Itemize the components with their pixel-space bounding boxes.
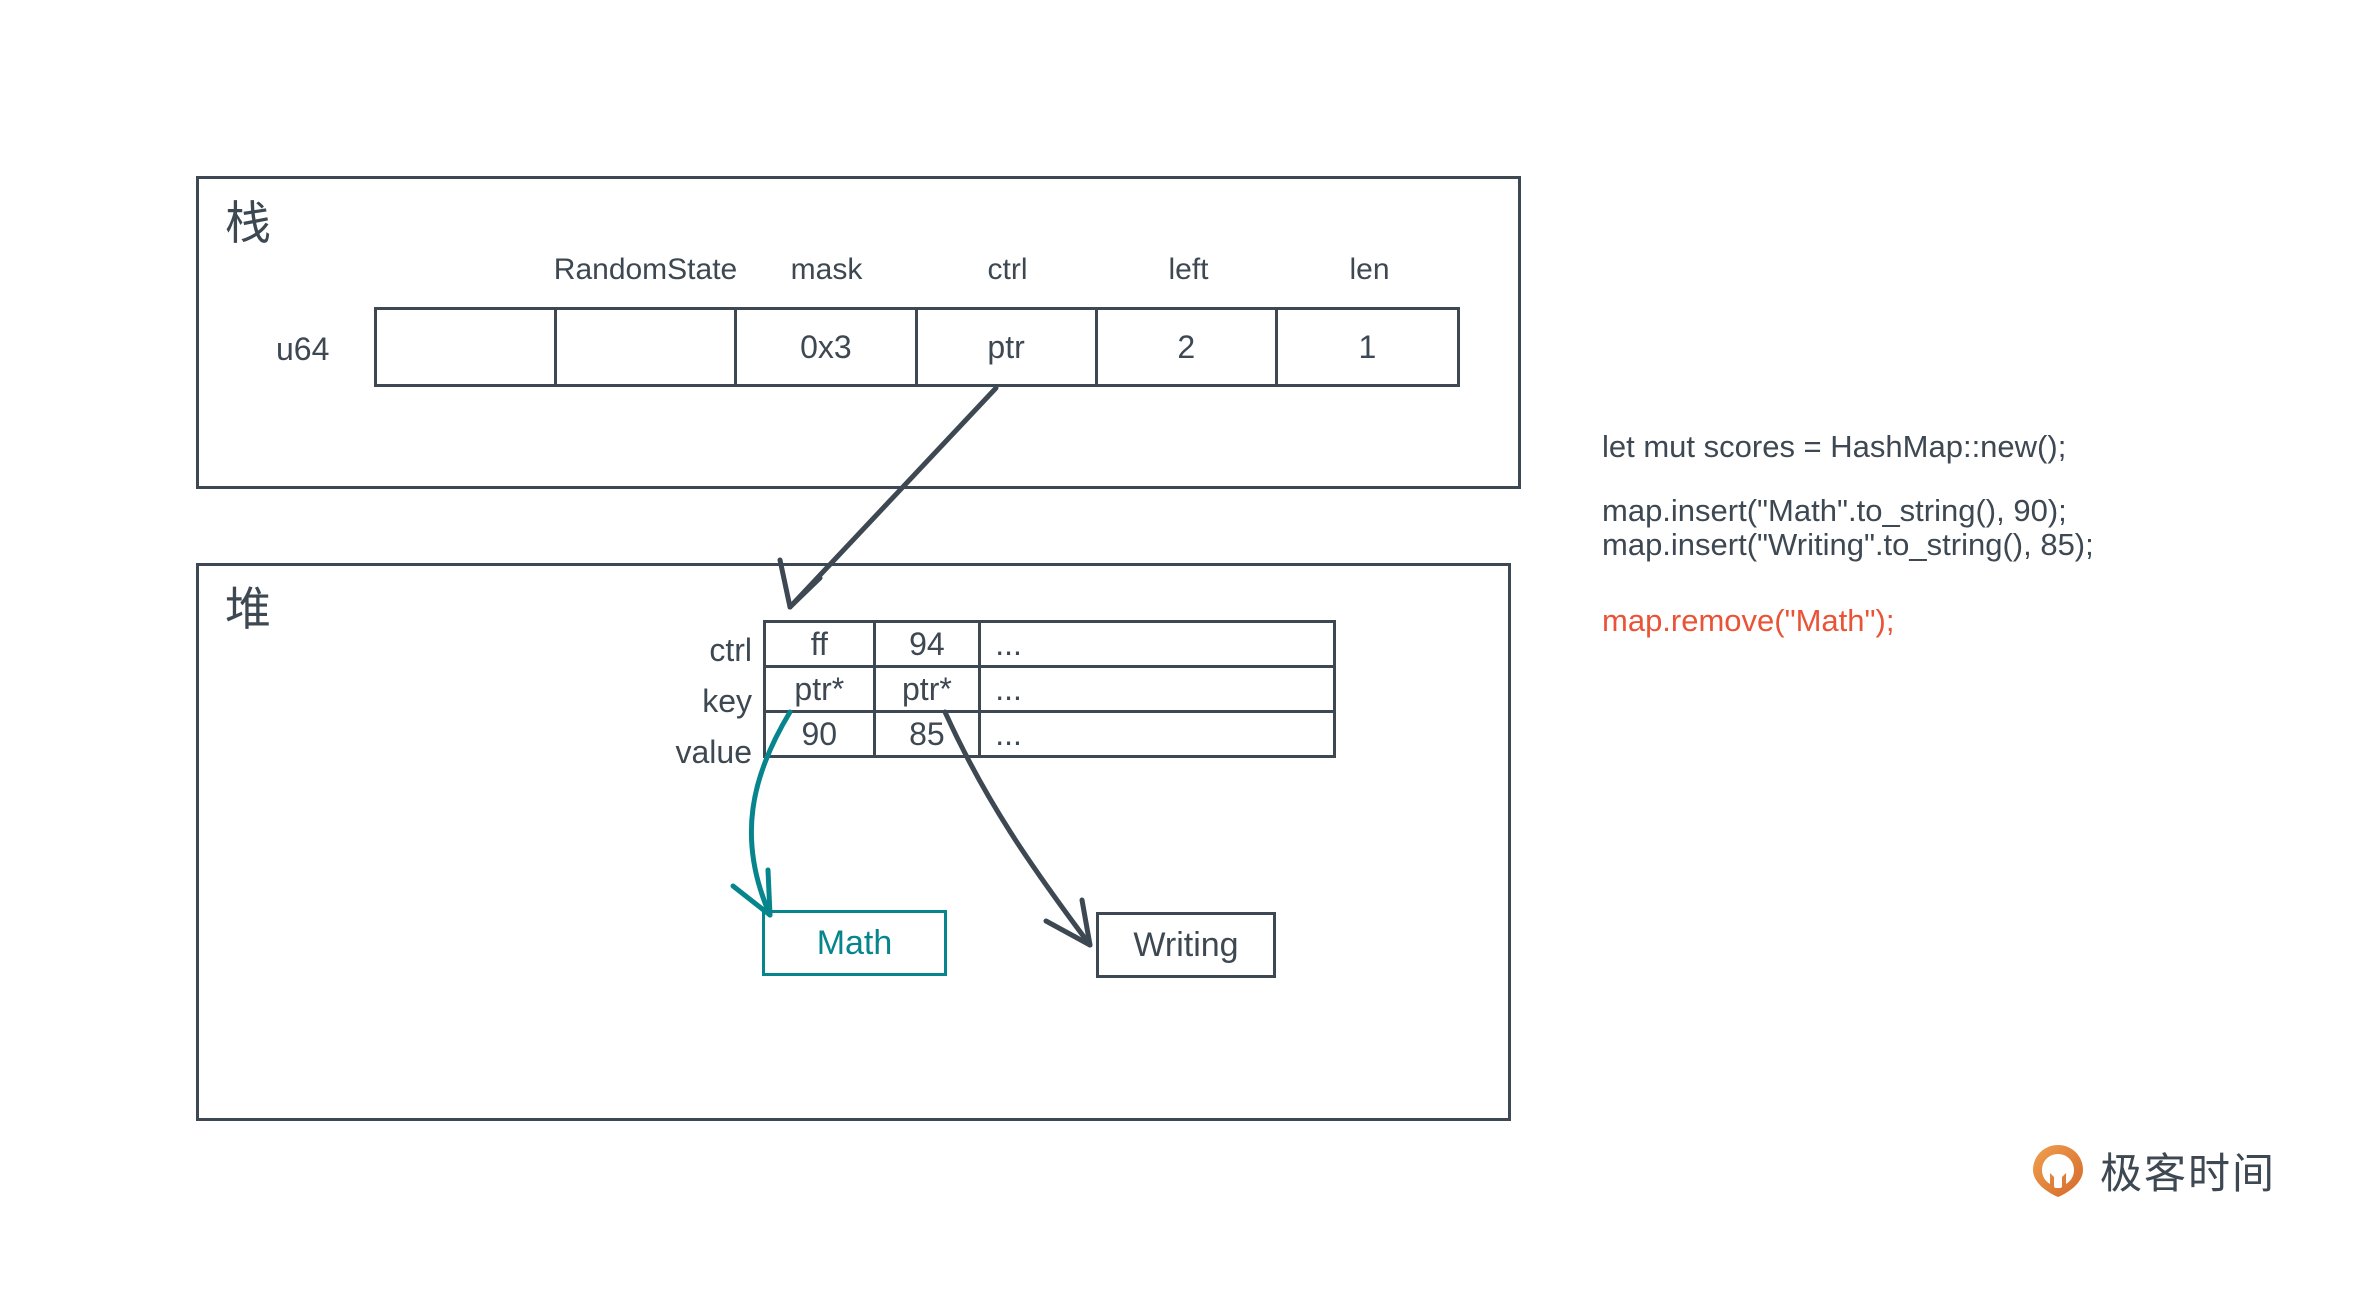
- code-panel: let mut scores = HashMap::new();map.inse…: [1602, 430, 2302, 638]
- geektime-mark-icon: [2030, 1143, 2086, 1199]
- brand-logo: 极客时间: [2030, 1140, 2276, 1201]
- stack-column-headers: RandomState mask ctrl left len: [374, 253, 1460, 287]
- stack-header-randomstate: RandomState: [553, 253, 738, 286]
- stack-cell-1: [557, 310, 738, 384]
- stack-header-len: len: [1349, 253, 1390, 286]
- heap-row-labels: ctrl key value: [640, 625, 753, 778]
- stack-header-mask: mask: [790, 253, 863, 286]
- stack-header-ctrl: ctrl: [987, 253, 1028, 286]
- stack-cell-4: 2: [1098, 310, 1278, 384]
- heap-value-box-math: Math: [762, 910, 947, 976]
- stack-cell-5: 1: [1358, 328, 1377, 365]
- code-line-1: map.insert("Math".to_string(), 90);: [1602, 493, 2067, 528]
- brand-text: 极客时间: [2100, 1149, 2277, 1198]
- heap-row-label-key: key: [702, 683, 752, 719]
- heap-cell-value-1: 85: [872, 710, 982, 758]
- heap-cell-ctrl-2: ...: [978, 620, 1336, 668]
- code-line-0: let mut scores = HashMap::new();: [1602, 429, 2067, 464]
- heap-cell-key-2: ...: [978, 665, 1336, 713]
- code-spacer: [1602, 464, 2302, 494]
- heap-cell-key-1: ptr*: [872, 665, 982, 713]
- heap-region-label: 堆: [225, 582, 271, 636]
- heap-value-box-writing: Writing: [1096, 912, 1276, 978]
- code-line-2: map.insert("Writing".to_string(), 85);: [1602, 527, 2094, 562]
- heap-table-row: ptr*ptr*...: [763, 665, 1336, 713]
- code-spacer: [1602, 562, 2302, 604]
- heap-cell-ctrl-0: ff: [763, 620, 876, 668]
- heap-cell-value-2: ...: [978, 710, 1336, 758]
- stack-type-label: u64: [276, 331, 330, 367]
- heap-cell-value-0: 90: [763, 710, 876, 758]
- heap-row-label-value: value: [675, 734, 753, 770]
- stack-cell-0: [377, 310, 558, 384]
- heap-row-label-ctrl: ctrl: [709, 632, 752, 668]
- stack-region-label: 栈: [225, 196, 271, 250]
- code-line-3: map.remove("Math");: [1602, 603, 1895, 638]
- heap-cell-key-0: ptr*: [763, 665, 876, 713]
- stack-cell-2: 0x3: [737, 310, 918, 384]
- stack-header-left: left: [1168, 253, 1209, 286]
- heap-cell-ctrl-1: 94: [872, 620, 982, 668]
- stack-header-blank: [374, 253, 555, 287]
- stack-cell-3: ptr: [918, 310, 1098, 384]
